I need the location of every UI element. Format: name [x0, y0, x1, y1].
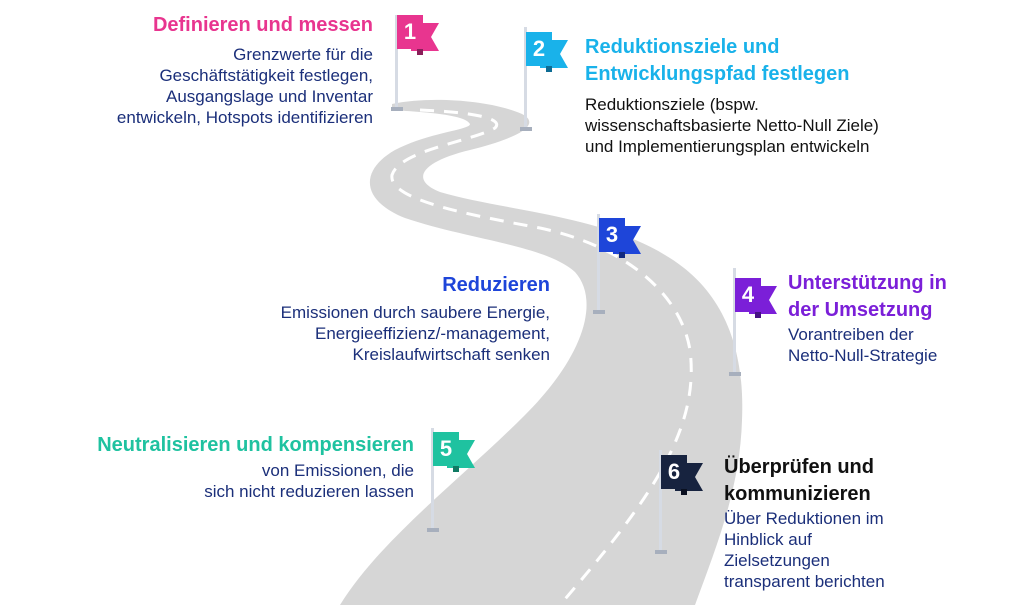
step-title-line: der Umsetzung — [788, 299, 933, 321]
flag-3-icon: 3 — [599, 218, 641, 258]
description-line: Netto-Null-Strategie — [788, 346, 938, 365]
step-title: Reduzieren — [442, 274, 550, 296]
description-line: Über Reduktionen im — [724, 509, 884, 528]
flag-pole — [659, 450, 662, 550]
description-line: und Implementierungsplan entwickeln — [585, 137, 870, 156]
flag-2-icon: 2 — [526, 32, 568, 72]
flag-pole-base — [593, 310, 605, 314]
description-line: Grenzwerte für die — [233, 45, 373, 64]
description-line: Ausgangslage und Inventar — [166, 87, 373, 106]
step-title-line: Unterstützung in — [788, 272, 947, 294]
description-line: Hinblick auf — [724, 530, 812, 549]
description-line: Energieeffizienz/-management, — [315, 324, 550, 343]
description-line: wissenschaftsbasierte Netto-Null Ziele) — [585, 116, 879, 135]
flag-pole — [524, 27, 527, 127]
description-line: Emissionen durch saubere Energie, — [280, 303, 550, 322]
flag-pole-base — [391, 107, 403, 111]
description-line: Kreislaufwirtschaft senken — [352, 345, 550, 364]
step-number: 6 — [667, 459, 681, 484]
step-number: 3 — [605, 222, 619, 247]
flag-5-icon: 5 — [433, 432, 475, 472]
description-line: Zielsetzungen — [724, 551, 830, 570]
step-number: 4 — [741, 282, 755, 307]
step-title: Definieren und messen — [152, 14, 373, 36]
step-number: 5 — [439, 436, 453, 461]
step-number: 2 — [532, 36, 546, 61]
flag-pole-base — [729, 372, 741, 376]
step-number: 1 — [403, 19, 417, 44]
description-line: Vorantreiben der — [788, 325, 914, 344]
flag-pole-base — [655, 550, 667, 554]
flag-6-icon: 6 — [661, 455, 703, 495]
road-center-line — [390, 108, 693, 605]
step-title: Überprüfen und kommunizieren — [724, 454, 1024, 508]
road-surface — [340, 99, 743, 605]
step-title: Unterstützung in der Umsetzung — [788, 270, 1028, 324]
flag-pole — [395, 15, 398, 107]
description-line: Geschäftstätigkeit festlegen, — [159, 66, 373, 85]
step-description: Emissionen durch saubere Energie, Energie… — [281, 302, 550, 365]
flag-1-icon: 1 — [397, 15, 439, 55]
flag-pole — [597, 214, 600, 310]
flag-pole — [431, 428, 434, 528]
description-line: von Emissionen, die — [261, 461, 414, 480]
step-title-line: Reduktionsziele und — [585, 36, 780, 58]
flag-4-icon: 4 — [735, 278, 777, 318]
step-title-line: Entwicklungspfad festlegen — [585, 63, 850, 85]
step-title-line: kommunizieren — [724, 483, 871, 505]
description-line: Reduktionsziele (bspw. — [585, 95, 759, 114]
step-title-line: Überprüfen und — [724, 456, 874, 478]
flag-pole-base — [427, 528, 439, 532]
description-line: sich nicht reduzieren lassen — [204, 482, 414, 501]
flag-pole — [733, 268, 736, 372]
description-line: entwickeln, Hotspots identifizieren — [116, 108, 373, 127]
step-description: von Emissionen, die sich nicht reduzieren… — [204, 460, 414, 502]
step-title: Neutralisieren und kompensieren — [97, 434, 414, 456]
step-description: Reduktionsziele (bspw. wissenschaftsbasie… — [585, 94, 1025, 157]
description-line: transparent berichten — [724, 572, 885, 591]
flag-pole-base — [520, 127, 532, 131]
